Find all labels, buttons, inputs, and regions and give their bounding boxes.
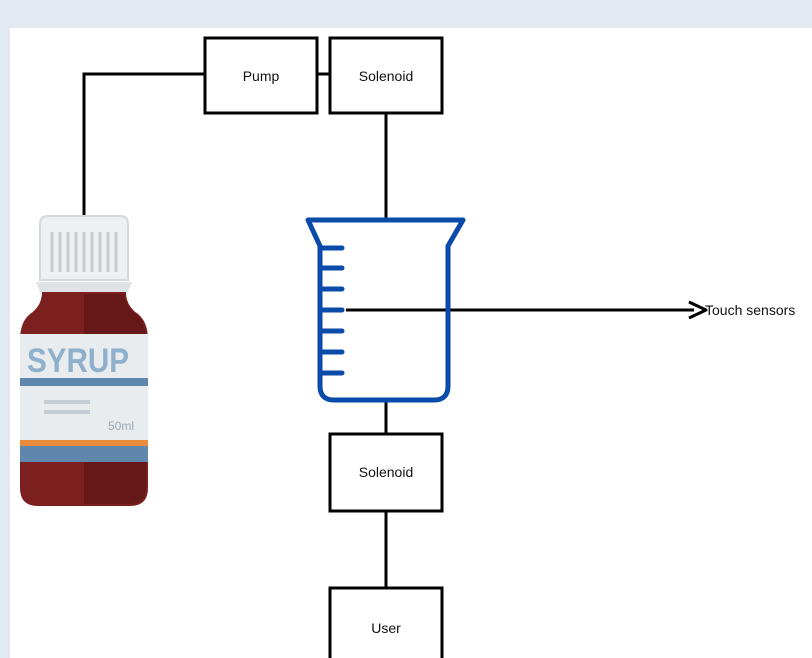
- solenoid-top-node: Solenoid: [328, 36, 444, 115]
- beaker-icon: [305, 217, 466, 403]
- arrow-head-icon: [688, 300, 708, 320]
- touch-sensors-label: Touch sensors: [705, 302, 795, 318]
- bottle-label-text: SYRUP: [27, 342, 129, 380]
- pump-node: Pump: [203, 36, 319, 115]
- user-node: User: [328, 586, 444, 658]
- bottle-to-pump-line: [82, 72, 205, 218]
- connectors: [82, 72, 694, 588]
- syrup-bottle-icon: SYRUP 50ml: [20, 215, 148, 506]
- solenoid-bottom-label: Solenoid: [359, 464, 414, 480]
- solenoid-top-label: Solenoid: [359, 68, 414, 84]
- pump-label: Pump: [243, 68, 280, 84]
- bottle-volume-text: 50ml: [108, 419, 134, 433]
- solenoid-bottom-node: Solenoid: [328, 432, 444, 513]
- user-label: User: [371, 620, 401, 636]
